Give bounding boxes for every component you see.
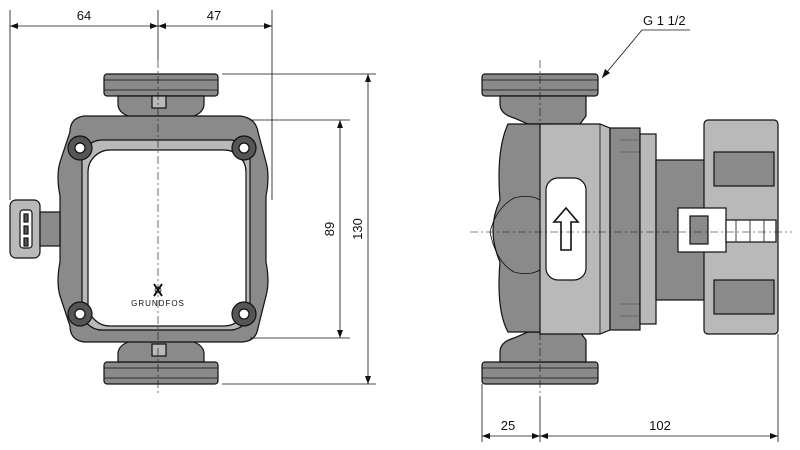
side-pump-body: [492, 123, 549, 333]
front-top-flange: [103, 73, 219, 119]
dim-side-port-offset: 25: [501, 418, 515, 433]
front-dimensions: 64 47 89 130: [9, 8, 376, 385]
grundfos-logo-text: GRUNDFOS: [131, 299, 185, 308]
dim-front-total-height: 130: [350, 218, 365, 240]
front-corner-screws: [67, 135, 257, 327]
front-connector-plug: [9, 199, 61, 259]
side-flow-arrow-panel: [545, 177, 587, 281]
dim-side-total-length: 102: [649, 418, 671, 433]
side-connector-plug: [677, 207, 777, 253]
side-flow-arrow-icon: [552, 206, 580, 251]
dim-front-left-width: 64: [77, 8, 91, 23]
side-bottom-flange: [481, 331, 599, 385]
dim-front-right-width: 47: [207, 8, 221, 23]
front-view: GRUNDFOS: [9, 60, 269, 396]
side-view: [470, 60, 792, 396]
thread-label: G 1 1/2: [643, 13, 686, 28]
side-top-flange: [481, 73, 599, 125]
dim-front-inner-height: 89: [322, 222, 337, 236]
side-dimensions: 25 102 G 1 1/2: [481, 13, 779, 442]
front-bottom-flange: [103, 337, 219, 385]
